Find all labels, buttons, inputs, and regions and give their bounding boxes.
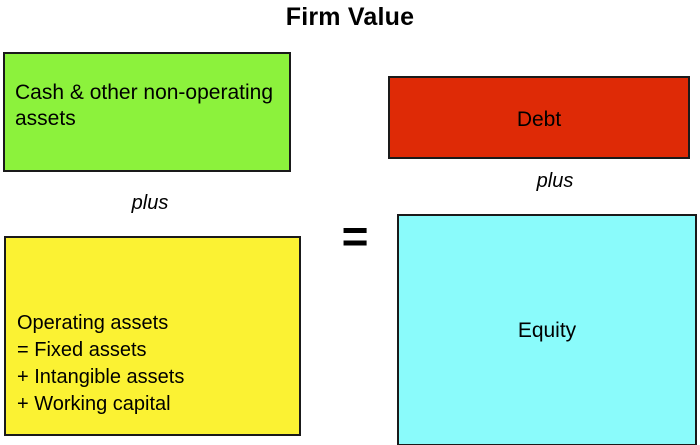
equals-sign: = — [341, 210, 369, 262]
page-title: Firm Value — [285, 3, 415, 31]
debt-label: Debt — [516, 108, 562, 131]
equity-box: Equity — [397, 214, 697, 445]
operating-assets-line-1: Operating assets — [17, 312, 169, 334]
operating-assets-line-4: + Working capital — [17, 393, 171, 415]
left-plus-connector: plus — [131, 192, 169, 214]
cash-assets-label: Cash & other non-operating assets — [15, 81, 273, 130]
operating-assets-box: Operating assets = Fixed assets + Intang… — [4, 236, 301, 436]
right-plus-connector: plus — [536, 170, 574, 192]
debt-box: Debt — [388, 76, 690, 159]
operating-assets-line-2: = Fixed assets — [17, 339, 147, 361]
equity-label: Equity — [517, 319, 577, 342]
cash-and-other-nonoperating-assets-box: Cash & other non-operating assets — [3, 52, 291, 172]
operating-assets-lines: Operating assets = Fixed assets + Intang… — [17, 310, 299, 418]
operating-assets-line-3: + Intangible assets — [17, 366, 185, 388]
